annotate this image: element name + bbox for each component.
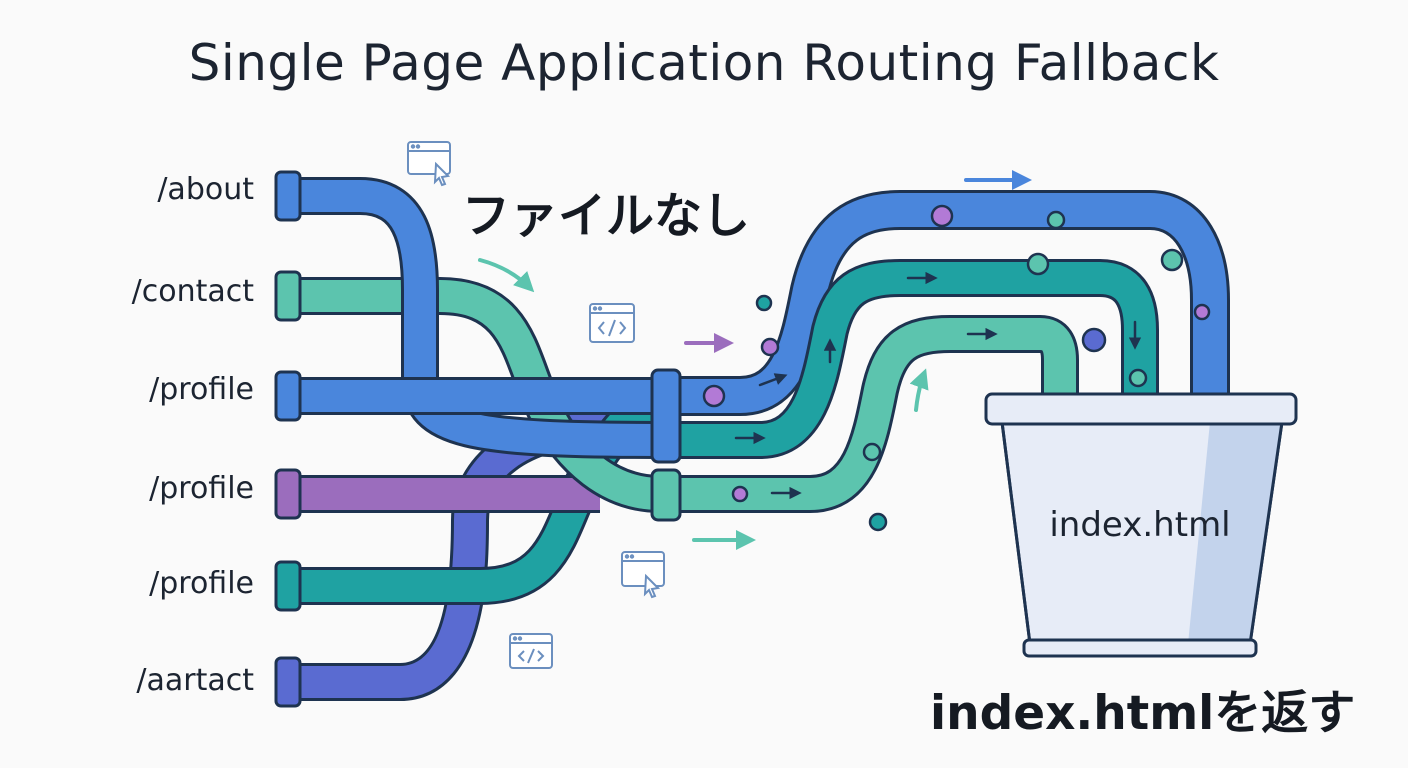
index-bucket [984, 392, 1298, 658]
pipe-couplers [650, 368, 682, 522]
particles [702, 204, 1211, 532]
inner-arrows [734, 271, 1142, 500]
browser-cursor-icon [621, 551, 665, 599]
pipe-out-teal [670, 315, 1079, 513]
browser-cursor-icon [407, 141, 451, 187]
pipe-out-deep-teal [670, 259, 1159, 459]
browser-code-icon [589, 303, 635, 343]
route-label-profile-1: /profile [149, 372, 254, 407]
return-index-label: index.htmlを返す [930, 686, 1356, 741]
route-label-contact: /contact [131, 274, 254, 309]
browser-code-icon [509, 633, 553, 669]
flow-arrows [478, 170, 1032, 550]
route-label-aartact: /aartact [136, 663, 254, 698]
route-label-about: /about [157, 172, 254, 207]
diagram-title: Single Page Application Routing Fallback [188, 34, 1220, 92]
route-label-profile-3: /profile [149, 566, 254, 601]
no-file-label: ファイルなし [462, 188, 751, 244]
bucket-label: index.html [1049, 505, 1231, 545]
pipe-caps [274, 170, 302, 708]
pipe-out-blue [670, 190, 1230, 416]
route-label-profile-2: /profile [149, 471, 254, 506]
